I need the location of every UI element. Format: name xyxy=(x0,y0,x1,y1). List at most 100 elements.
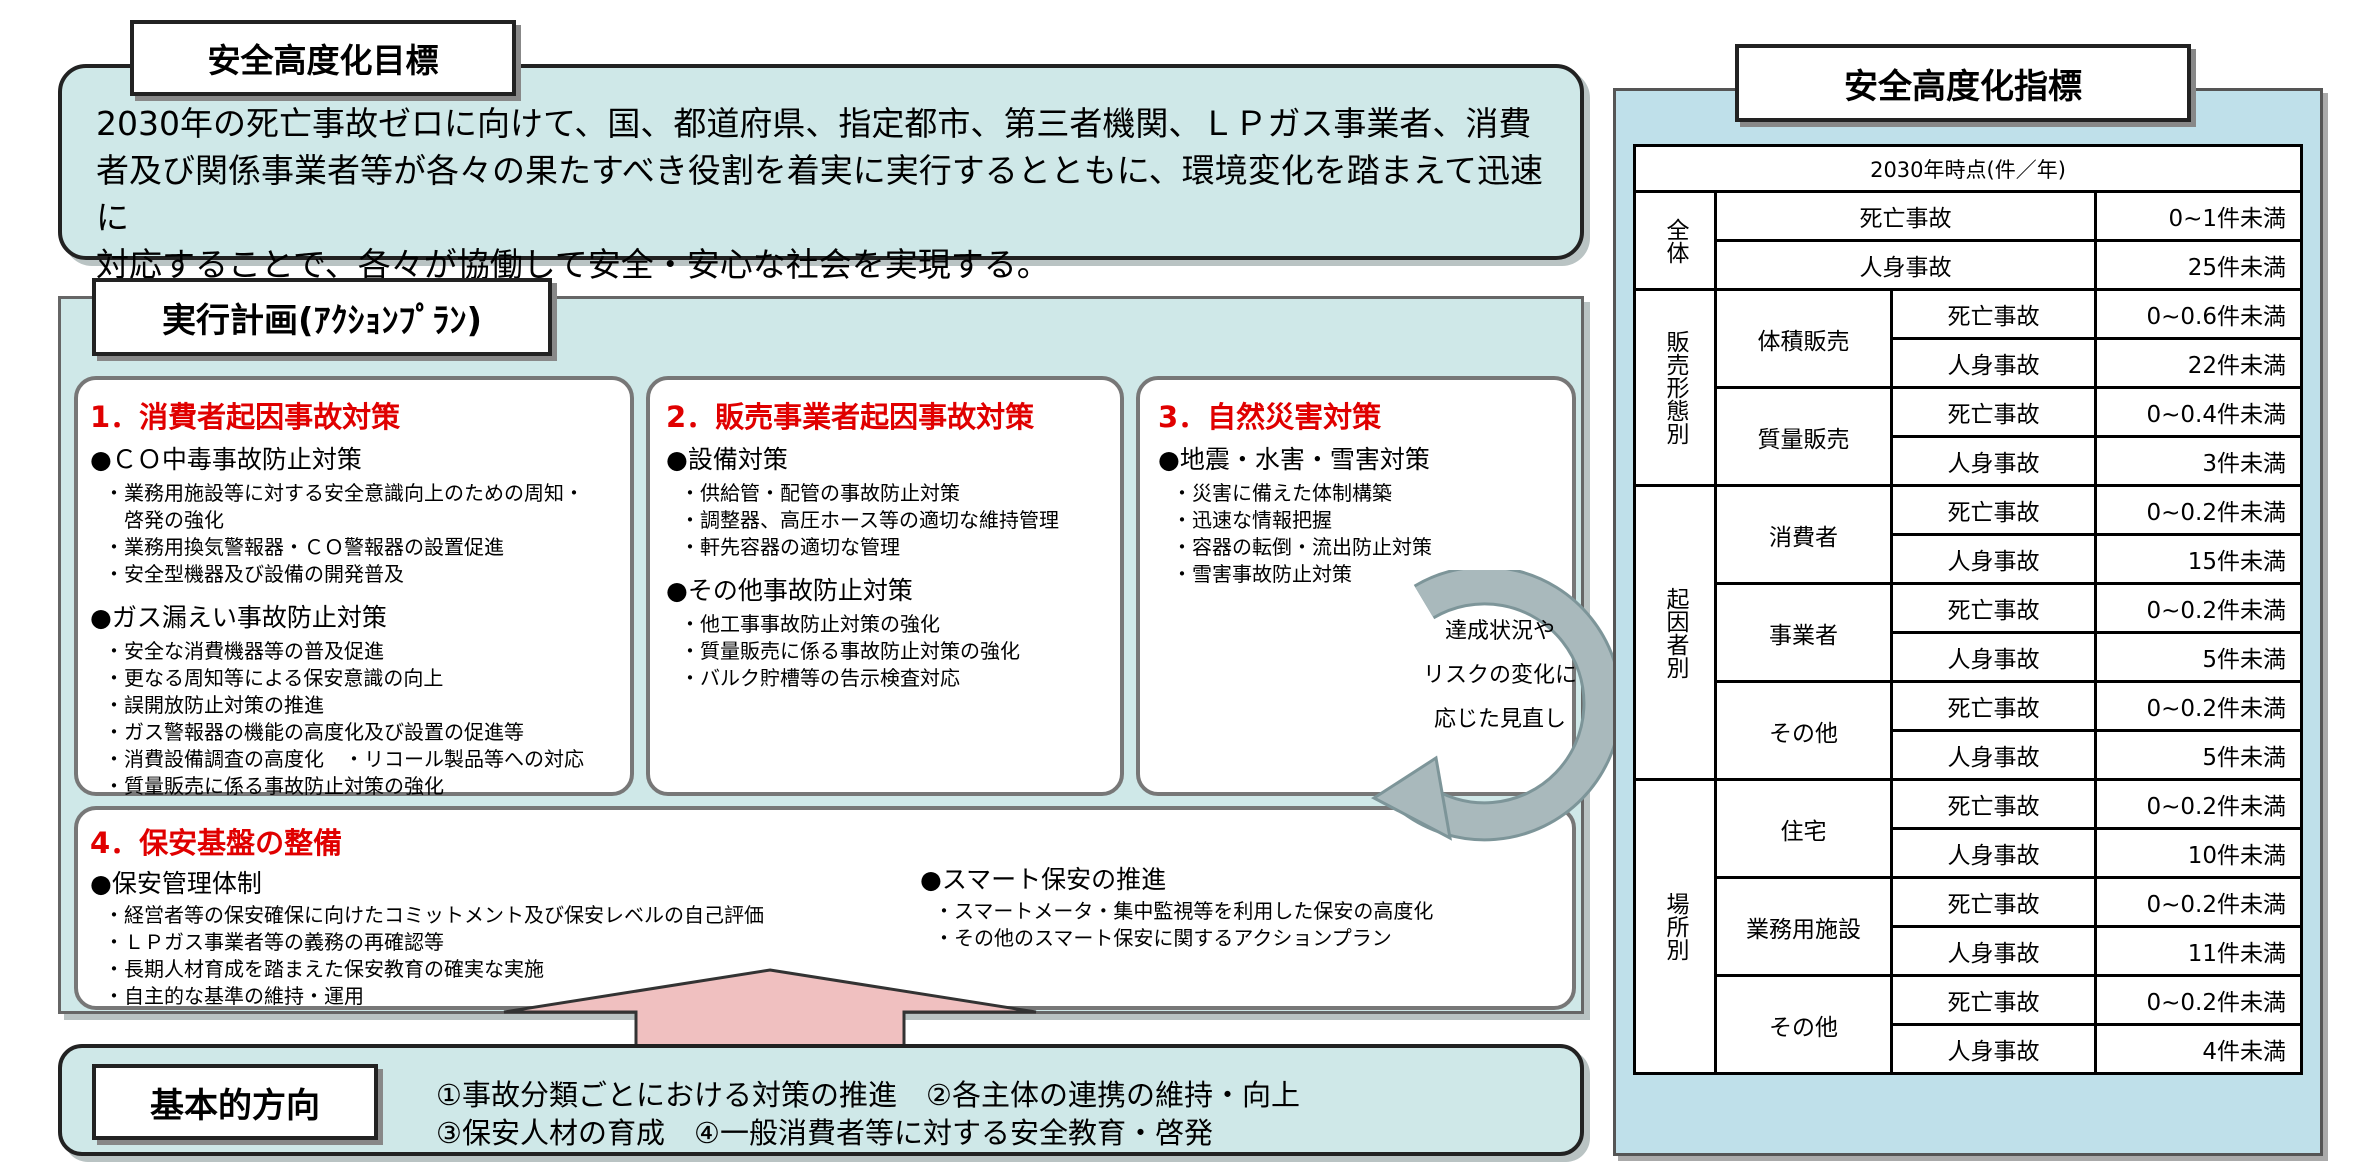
panel-foundation xyxy=(74,806,1576,1010)
cell-type: 死亡事故 xyxy=(1890,288,2097,340)
cell-value: 4件未満 xyxy=(2094,1023,2303,1075)
list-item: ・消費設備調査の高度化 ・リコール製品等への対応 xyxy=(104,747,584,771)
table-row: 人身事故 15件未満 xyxy=(1635,533,2303,585)
cell-value: 0~0.4件未満 xyxy=(2094,386,2303,438)
list-item: ・経営者等の保安確保に向けたコミットメント及び保安レベルの自己評価 xyxy=(104,903,764,927)
panel-consumer-title: 1．消費者起因事故対策 xyxy=(90,400,401,434)
table-row: 人身事故 22件未満 xyxy=(1635,337,2303,389)
table-row: 人身事故 3件未満 xyxy=(1635,435,2303,487)
list-item: ・バルク貯槽等の告示検査対応 xyxy=(680,666,960,690)
cell-subcategory: その他 xyxy=(1714,974,1893,1075)
cell-value: 5件未満 xyxy=(2094,631,2303,683)
panel-consumer-content: 1．消費者起因事故対策 ●ＣＯ中毒事故防止対策 ・業務用施設等に対する安全意識向… xyxy=(90,394,584,800)
action-plan-title: 実行計画(ｱｸｼｮﾝﾌﾟﾗﾝ) xyxy=(92,278,552,356)
cell-type: 人身事故 xyxy=(1890,729,2097,781)
list-item: ・自主的な基準の維持・運用 xyxy=(104,984,364,1008)
table-row: 人身事故 10件未満 xyxy=(1635,827,2303,879)
goal-title: 安全高度化目標 xyxy=(130,20,516,96)
group-heading: ●設備対策 xyxy=(666,445,788,474)
cycle-arrow-icon xyxy=(1371,570,1623,842)
cell-value: 0~0.2件未満 xyxy=(2094,974,2303,1026)
cell-value: 10件未満 xyxy=(2094,827,2303,879)
indicator-title: 安全高度化指標 xyxy=(1735,44,2191,122)
list-item: ・供給管・配管の事故防止対策 xyxy=(680,481,960,505)
category-sales-form: 販売形態別 xyxy=(1633,288,1717,487)
table-row: 人身事故 25件未満 xyxy=(1635,239,2303,291)
table-row: その他 死亡事故 0~0.2件未満 xyxy=(1635,974,2303,1075)
list-item: ・ＬＰガス事業者等の義務の再確認等 xyxy=(104,930,444,954)
panel-dealer xyxy=(646,376,1124,796)
cell-value: 0~0.2件未満 xyxy=(2094,484,2303,536)
review-text: 達成状況や リスクの変化に 応じた見直し xyxy=(1400,610,1600,742)
cell-subcategory: 業務用施設 xyxy=(1714,876,1893,977)
table-row: 人身事故 5件未満 xyxy=(1635,729,2303,781)
group-heading: ●スマート保安の推進 xyxy=(920,865,1167,894)
cell-type: 人身事故 xyxy=(1890,533,2097,585)
group-heading: ●ガス漏えい事故防止対策 xyxy=(90,603,387,632)
goal-box xyxy=(58,64,1584,260)
table-row: 全体 死亡事故 0~1件未満 xyxy=(1633,190,2303,291)
cell-type: 人身事故 xyxy=(1890,435,2097,487)
list-item: 啓発の強化 xyxy=(104,508,224,532)
cell-type: 死亡事故 xyxy=(1890,484,2097,536)
item-list: ・経営者等の保安確保に向けたコミットメント及び保安レベルの自己評価 ・ＬＰガス事… xyxy=(104,902,764,1010)
review-line: 達成状況や xyxy=(1444,619,1555,644)
cell-type: 死亡事故 xyxy=(1890,582,2097,634)
cell-type: 死亡事故 xyxy=(1890,778,2097,830)
item-list: ・他工事事故防止対策の強化 ・質量販売に係る事故防止対策の強化 ・バルク貯槽等の… xyxy=(680,611,1059,692)
table-row: 起因者別 消費者 死亡事故 0~0.2件未満 xyxy=(1633,484,2303,781)
panel-consumer xyxy=(74,376,634,796)
category-place: 場所別 xyxy=(1633,778,1717,1075)
item-list: ・災害に備えた体制構築 ・迅速な情報把握 ・容器の転倒・流出防止対策 ・雪害事故… xyxy=(1172,480,1432,588)
panel-foundation-content-right: ●スマート保安の推進 ・スマートメータ・集中監視等を利用した保安の高度化 ・その… xyxy=(920,860,1433,952)
table-row: 業務用施設 死亡事故 0~0.2件未満 xyxy=(1635,876,2303,977)
panel-dealer-content: 2．販売事業者起因事故対策 ●設備対策 ・供給管・配管の事故防止対策 ・調整器、… xyxy=(666,394,1059,692)
cell-subcategory: 事業者 xyxy=(1714,582,1893,683)
basic-direction-line: ③保安人材の育成 ④一般消費者等に対する安全教育・啓発 xyxy=(436,1116,1213,1150)
group-heading: ●その他事故防止対策 xyxy=(666,576,913,605)
cell-value: 0~0.2件未満 xyxy=(2094,680,2303,732)
list-item: ・調整器、高圧ホース等の適切な維持管理 xyxy=(680,508,1059,532)
list-item: ・容器の転倒・流出防止対策 xyxy=(1172,535,1432,559)
cell-value: 22件未満 xyxy=(2094,337,2303,389)
cell-value: 0~0.2件未満 xyxy=(2094,876,2303,928)
table-row: 人身事故 11件未満 xyxy=(1635,925,2303,977)
cell-subcategory: 質量販売 xyxy=(1714,386,1893,487)
indicator-title-text: 安全高度化指標 xyxy=(1844,66,2082,107)
list-item: ・雪害事故防止対策 xyxy=(1172,562,1352,586)
table-row: 人身事故 5件未満 xyxy=(1635,631,2303,683)
list-item: ・スマートメータ・集中監視等を利用した保安の高度化 xyxy=(934,899,1434,923)
group-heading: ●地震・水害・雪害対策 xyxy=(1158,445,1430,474)
list-item: ・質量販売に係る事故防止対策の強化 xyxy=(104,774,444,798)
cell-subcategory: 消費者 xyxy=(1714,484,1893,585)
goal-line: 2030年の死亡事故ゼロに向けて、国、都道府県、指定都市、第三者機関、ＬＰガス事… xyxy=(96,104,1532,143)
cell-value: 0~0.6件未満 xyxy=(2094,288,2303,340)
list-item: ・災害に備えた体制構築 xyxy=(1172,481,1392,505)
list-item: ・業務用施設等に対する安全意識向上のための周知・ xyxy=(104,481,584,505)
table-header-cell: 2030年時点(件／年) xyxy=(1633,144,2303,193)
list-item: ・長期人材育成を踏まえた保安教育の確実な実施 xyxy=(104,957,544,981)
item-list: ・業務用施設等に対する安全意識向上のための周知・ 啓発の強化 ・業務用換気警報器… xyxy=(104,480,584,588)
cell-subcategory: 住宅 xyxy=(1714,778,1893,879)
cell-value: 5件未満 xyxy=(2094,729,2303,781)
table-row: 質量販売 死亡事故 0~0.4件未満 xyxy=(1635,386,2303,487)
list-item: ・業務用換気警報器・ＣＯ警報器の設置促進 xyxy=(104,535,504,559)
review-line: 応じた見直し xyxy=(1433,707,1566,732)
list-item: ・その他のスマート保安に関するアクションプラン xyxy=(934,926,1392,950)
cell-type: 死亡事故 xyxy=(1890,974,2097,1026)
cell-value: 0~0.2件未満 xyxy=(2094,582,2303,634)
goal-text: 2030年の死亡事故ゼロに向けて、国、都道府県、指定都市、第三者機関、ＬＰガス事… xyxy=(96,100,1546,288)
category-cause: 起因者別 xyxy=(1633,484,1717,781)
cell-value: 0~0.2件未満 xyxy=(2094,778,2303,830)
table-row: その他 死亡事故 0~0.2件未満 xyxy=(1635,680,2303,781)
cell-value: 3件未満 xyxy=(2094,435,2303,487)
cell-type: 人身事故 xyxy=(1890,925,2097,977)
category-overall: 全体 xyxy=(1633,190,1717,291)
panel-disaster-content: 3．自然災害対策 ●地震・水害・雪害対策 ・災害に備えた体制構築 ・迅速な情報把… xyxy=(1158,394,1432,588)
cell-type: 人身事故 xyxy=(1890,631,2097,683)
cell-value: 11件未満 xyxy=(2094,925,2303,977)
list-item: ・安全型機器及び設備の開発普及 xyxy=(104,562,404,586)
goal-title-text: 安全高度化目標 xyxy=(207,41,439,80)
cell-type: 死亡事故 xyxy=(1890,680,2097,732)
list-item: ・迅速な情報把握 xyxy=(1172,508,1332,532)
